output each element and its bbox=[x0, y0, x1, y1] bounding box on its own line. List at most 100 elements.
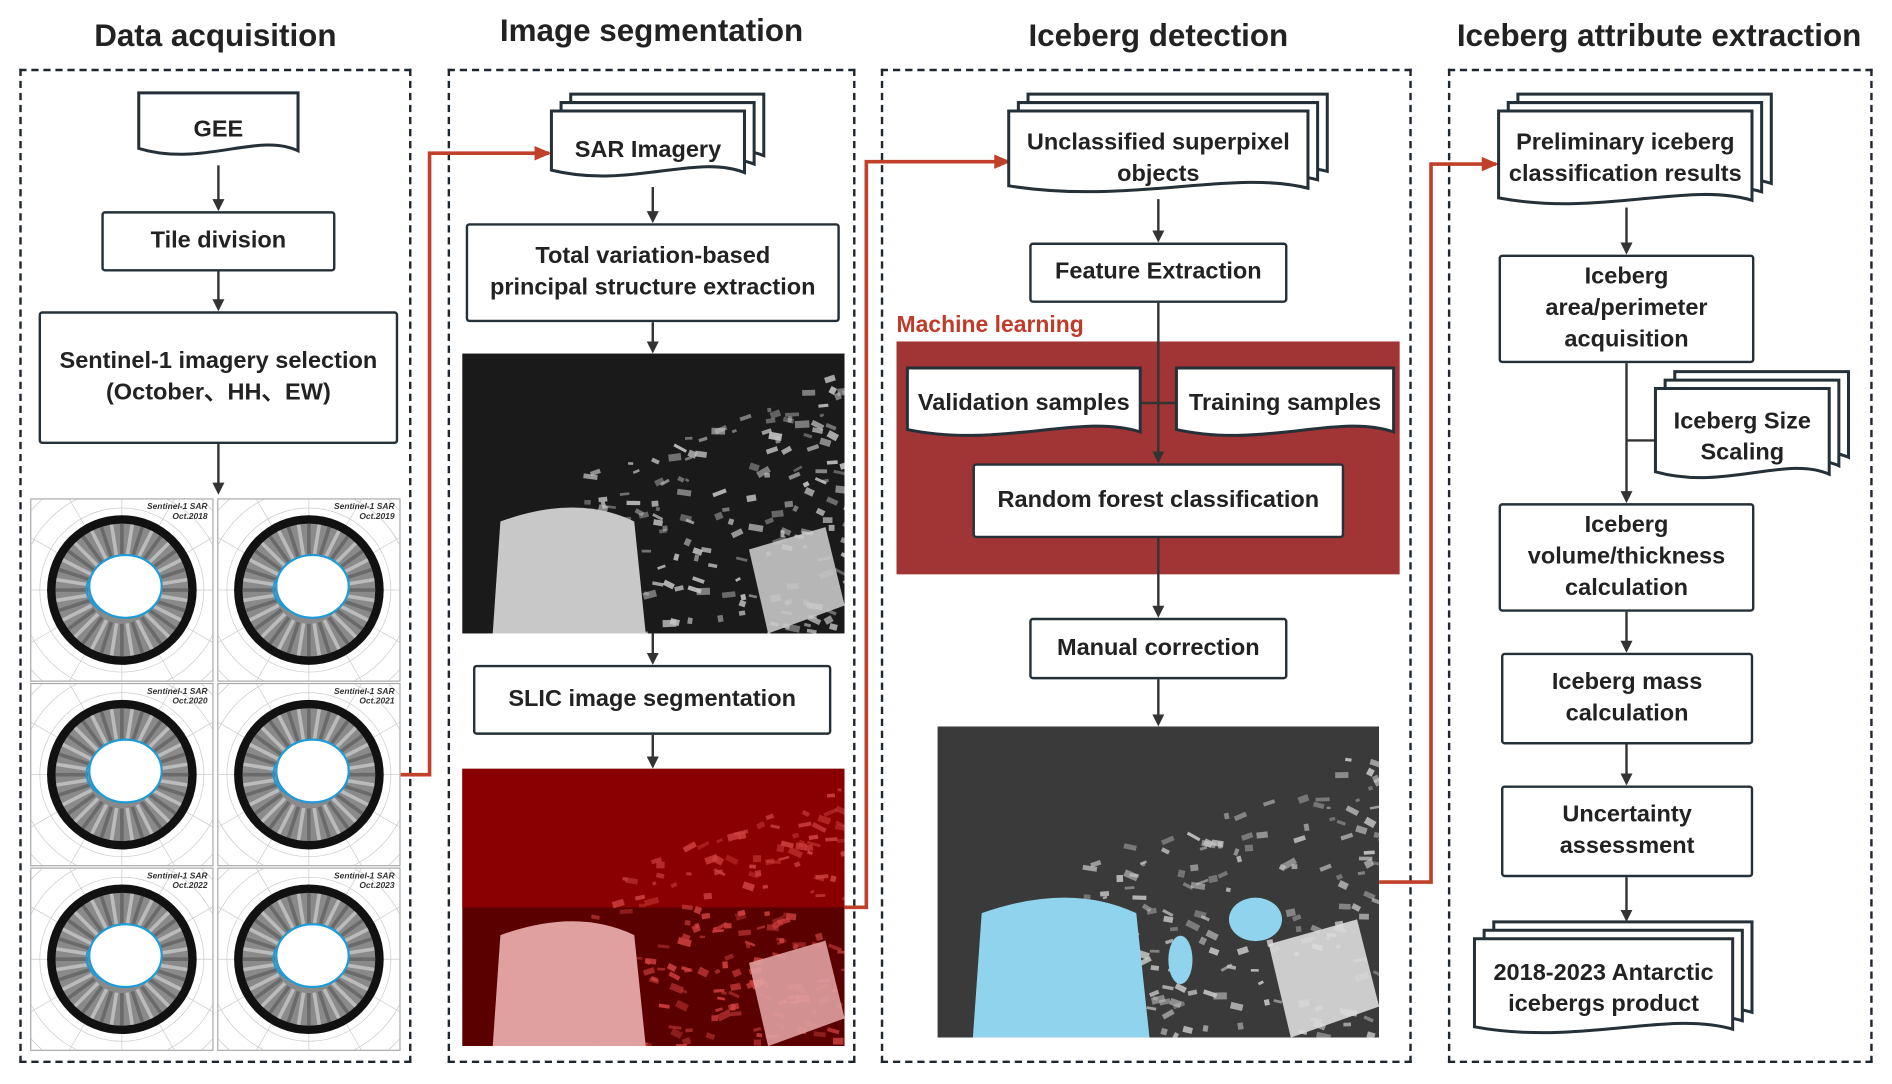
antarctic-map bbox=[187, 653, 430, 896]
ice-floe bbox=[801, 809, 811, 818]
ice-floe bbox=[682, 841, 697, 853]
ice-floe bbox=[1160, 1027, 1168, 1036]
ice-floe bbox=[1187, 989, 1198, 996]
ice-floe bbox=[680, 989, 688, 994]
ice-floe bbox=[1190, 881, 1206, 890]
ice-floe bbox=[1244, 844, 1254, 852]
ice-floe bbox=[1355, 798, 1361, 803]
ice-floe bbox=[839, 460, 845, 470]
ice-floe bbox=[795, 842, 807, 851]
large-iceberg bbox=[492, 507, 646, 634]
ice-floe bbox=[804, 487, 815, 497]
ice-floe bbox=[737, 831, 747, 840]
panel-iceberg-detection bbox=[880, 68, 1412, 1064]
document-shape bbox=[137, 91, 300, 156]
ice-floe bbox=[770, 824, 781, 830]
ice-floe bbox=[651, 500, 659, 507]
ice-floe bbox=[840, 537, 845, 544]
ice-floe bbox=[1169, 926, 1179, 932]
ice-floe bbox=[754, 870, 762, 877]
ice-floe bbox=[714, 511, 724, 521]
ice-floe bbox=[1150, 965, 1160, 971]
document-shape bbox=[1174, 366, 1396, 437]
ice-floe bbox=[761, 428, 773, 436]
ice-floe bbox=[827, 943, 843, 952]
ice-floe bbox=[1367, 785, 1374, 791]
ice-floe bbox=[810, 419, 825, 431]
ice-floe bbox=[809, 889, 815, 894]
ice-floe bbox=[823, 807, 839, 817]
ice-floe bbox=[835, 485, 845, 494]
ice-floe bbox=[694, 450, 708, 458]
ice-floe bbox=[1223, 812, 1230, 820]
document-shape bbox=[1497, 92, 1773, 206]
ice-floe bbox=[794, 420, 810, 429]
ice-floe bbox=[792, 504, 799, 513]
ice-floe bbox=[1162, 984, 1174, 991]
ice-floe bbox=[764, 858, 775, 866]
ice-floe bbox=[1083, 894, 1091, 900]
ice-floe bbox=[776, 844, 785, 853]
ice-floe bbox=[834, 568, 845, 577]
ice-floe bbox=[771, 919, 784, 930]
tv-line2: principal structure extraction bbox=[489, 273, 816, 301]
slic-segmented-image bbox=[462, 768, 845, 1047]
ice-floe bbox=[813, 1031, 826, 1038]
ice-floe bbox=[670, 1028, 683, 1039]
ice-floe bbox=[766, 859, 781, 865]
ice-floe bbox=[815, 469, 828, 474]
column-title-attribute-extraction: Iceberg attribute extraction bbox=[1456, 16, 1862, 54]
panel-data-acquisition bbox=[19, 68, 412, 1064]
ice-floe bbox=[1240, 832, 1254, 841]
tv-structure-extraction-step: Total variation-based principal structur… bbox=[465, 223, 840, 323]
ice-floe bbox=[598, 496, 608, 503]
ice-floe bbox=[830, 875, 837, 883]
connector-acquisition-to-segmentation bbox=[400, 145, 552, 777]
ice-floe bbox=[788, 471, 801, 481]
machine-learning-label: Machine learning bbox=[896, 312, 1084, 338]
ice-floe bbox=[1217, 870, 1229, 879]
ice-floe bbox=[1182, 882, 1194, 890]
ice-floe bbox=[735, 556, 748, 562]
ice-floe bbox=[1138, 956, 1152, 966]
ice-floe bbox=[1371, 897, 1380, 905]
ice-floe bbox=[611, 898, 625, 909]
slic-label: SLIC image segmentation bbox=[508, 685, 796, 712]
ice-floe bbox=[681, 933, 691, 941]
ice-floe bbox=[619, 908, 633, 915]
ice-floe bbox=[1313, 801, 1325, 809]
validation-label: Validation samples bbox=[917, 389, 1130, 417]
ice-floe bbox=[1162, 909, 1174, 917]
ice-floe bbox=[657, 967, 666, 971]
ice-floe bbox=[721, 991, 727, 995]
ice-floe bbox=[1202, 1025, 1209, 1032]
ice-floe bbox=[753, 1026, 762, 1032]
ice-floe bbox=[628, 462, 634, 465]
ice-floe bbox=[806, 444, 820, 452]
ice-floe bbox=[826, 496, 839, 506]
ice-floe bbox=[1199, 845, 1208, 851]
ice-floe bbox=[780, 530, 785, 537]
ice-floe bbox=[1198, 936, 1208, 946]
ice-floe bbox=[793, 861, 801, 868]
ice-floe bbox=[1236, 946, 1249, 956]
ice-floe bbox=[685, 518, 695, 525]
antarctic-map bbox=[0, 469, 243, 712]
ice-floe bbox=[730, 1011, 742, 1017]
connector-segmentation-to-detection bbox=[844, 154, 1012, 910]
ice-floe bbox=[806, 840, 821, 848]
ice-floe bbox=[1373, 774, 1380, 787]
ice-floe bbox=[697, 966, 710, 978]
ice-floe bbox=[815, 507, 826, 517]
ice-floe bbox=[677, 936, 692, 948]
antarctic-map bbox=[187, 469, 430, 712]
ice-floe bbox=[1090, 860, 1102, 868]
ice-floe bbox=[787, 846, 803, 859]
ice-floe bbox=[756, 821, 766, 830]
selection-line1: Sentinel-1 imagery selection bbox=[59, 347, 378, 375]
ice-floe bbox=[1337, 880, 1349, 890]
